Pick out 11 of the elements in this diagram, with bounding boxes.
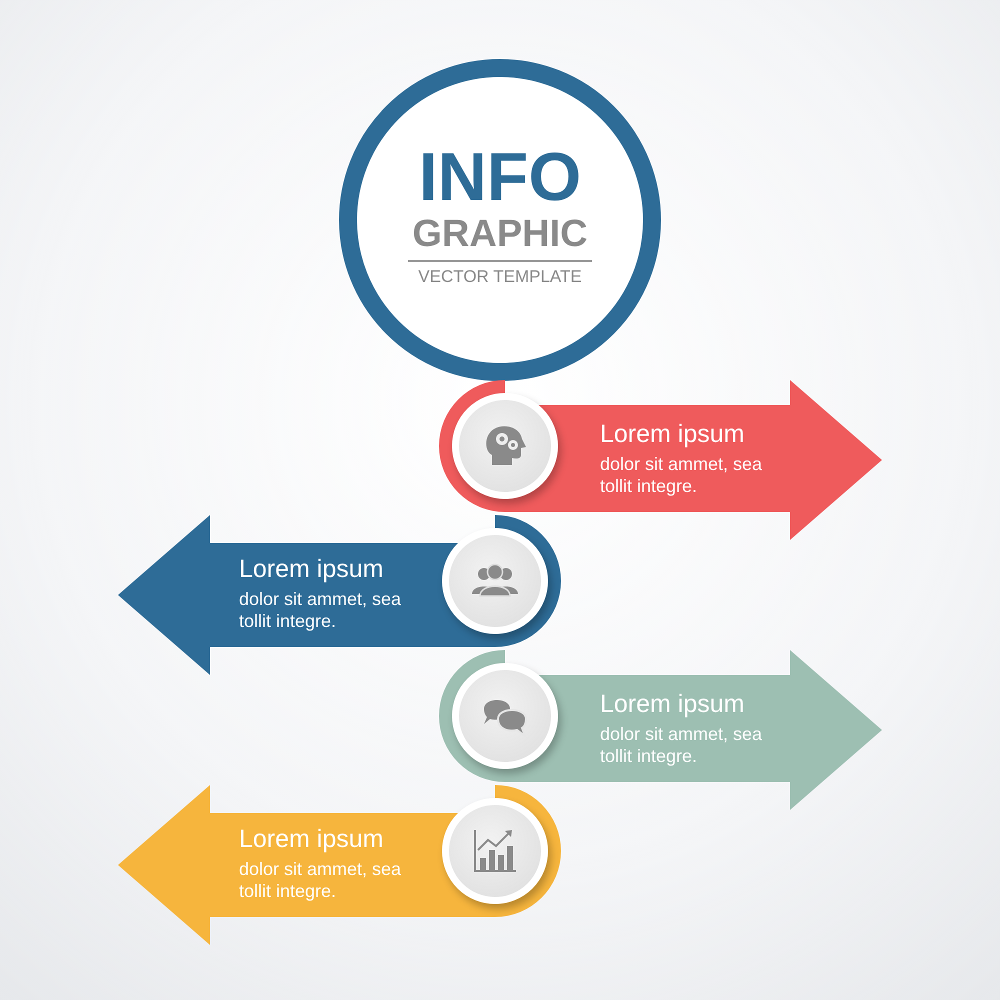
step-heading: Lorem ipsum <box>239 825 384 854</box>
subtitle-text: GRAPHIC <box>411 215 589 253</box>
step-heading: Lorem ipsum <box>239 555 384 584</box>
step-description: dolor sit ammet, sea tollit integre. <box>600 453 764 497</box>
step-description: dolor sit ammet, sea tollit integre. <box>239 858 402 902</box>
step-heading: Lorem ipsum <box>600 420 746 449</box>
step-description: dolor sit ammet, sea tollit integre. <box>239 588 402 632</box>
step-heading: Lorem ipsum <box>600 690 746 719</box>
title-text: INFO <box>418 143 582 211</box>
step-description: dolor sit ammet, sea tollit integre. <box>600 723 764 767</box>
tagline-text: VECTOR TEMPLATE <box>408 260 592 285</box>
